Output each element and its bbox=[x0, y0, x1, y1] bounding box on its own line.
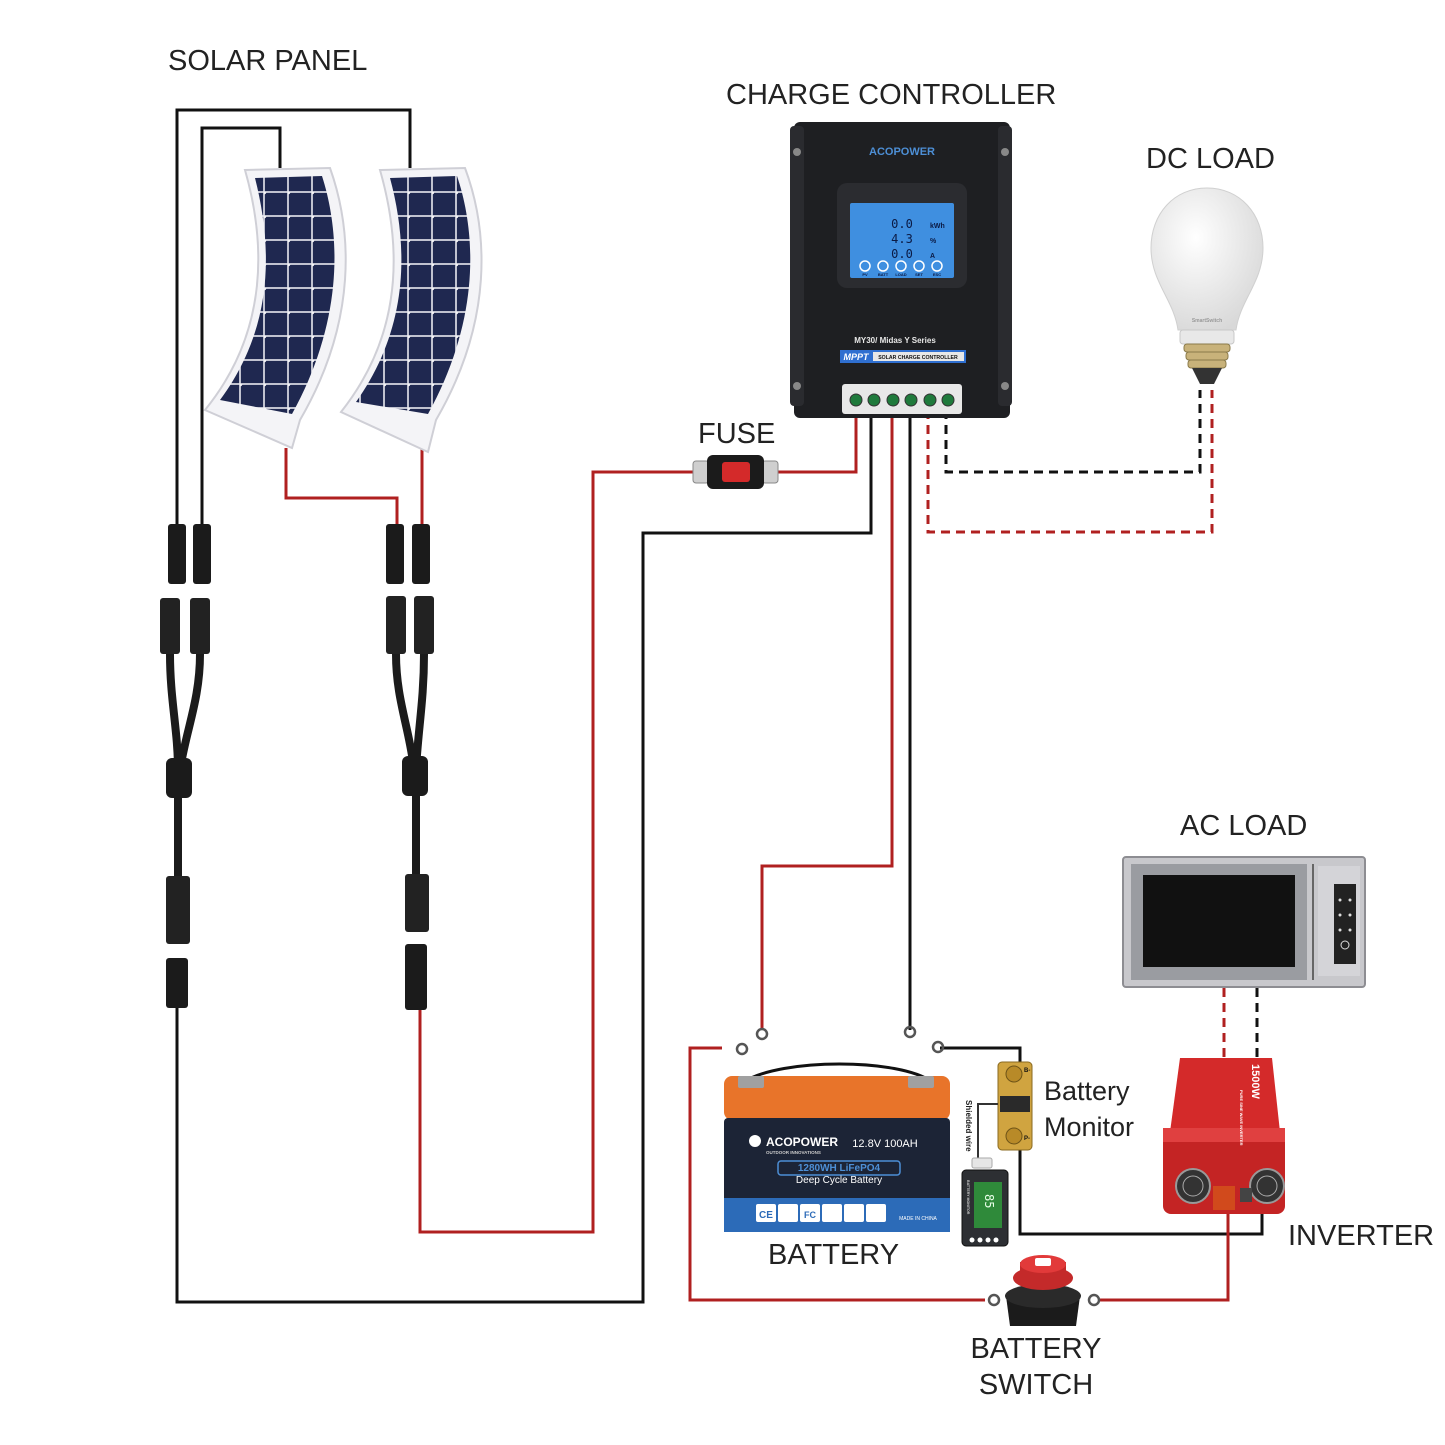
mc4-connectors-right bbox=[386, 524, 434, 1010]
battery-made-in: MADE IN CHINA bbox=[899, 1216, 937, 1222]
battery-monitor: B- P- Shielded wire 85 BATTERY MONITOR bbox=[961, 1061, 1033, 1247]
wire-black-monitor-inverter bbox=[1018, 1140, 1264, 1236]
controller-brand: ACOPOWER bbox=[869, 146, 935, 158]
wiring bbox=[175, 108, 1264, 1304]
battery-brand: ACOPOWER bbox=[766, 1135, 838, 1149]
inverter-text: PURE SINE WAVE INVERTER bbox=[1239, 1090, 1244, 1146]
lcd-line-2: 4.3 bbox=[891, 232, 913, 246]
controller-button-label-1: PV bbox=[862, 272, 868, 277]
controller-lcd bbox=[850, 203, 954, 278]
wire-red-battery-switch bbox=[688, 1046, 985, 1302]
bulb-brand: SmartSwitch bbox=[1192, 318, 1222, 324]
label-charge-controller: CHARGE CONTROLLER bbox=[726, 79, 1056, 111]
microwave bbox=[1122, 856, 1366, 988]
controller-button-label-5: ESC bbox=[933, 272, 941, 277]
controller-buttons bbox=[859, 260, 943, 272]
label-battery-switch-1: BATTERY bbox=[970, 1333, 1101, 1365]
shunt-mark-b: B- bbox=[1024, 1068, 1030, 1074]
battery: ACOPOWER OUTDOOR INNOVATIONS 12.8V 100AH… bbox=[724, 1062, 950, 1232]
controller-badge: MPPT bbox=[843, 352, 870, 362]
label-solar-panel: SOLAR PANEL bbox=[168, 45, 367, 77]
wire-black-dc-load bbox=[944, 390, 1202, 474]
wire-black-pv-negative bbox=[175, 410, 873, 1304]
inverter: 1500W PURE SINE WAVE INVERTER bbox=[1163, 1058, 1285, 1214]
inverter-rating: 1500W bbox=[1249, 1064, 1261, 1099]
battery-cert-fc: FC bbox=[804, 1210, 816, 1220]
wire-red-switch-inverter bbox=[1098, 1210, 1230, 1302]
label-battery: BATTERY bbox=[768, 1239, 899, 1271]
solar-panel-2 bbox=[339, 166, 483, 454]
label-battery-switch-2: SWITCH bbox=[979, 1369, 1093, 1401]
wire-red-dc-load bbox=[926, 390, 1214, 534]
battery-cert-ce: CE bbox=[759, 1210, 773, 1221]
solar-panel-1 bbox=[203, 166, 347, 450]
wire-black-panel1-left bbox=[200, 126, 282, 528]
light-bulb: SmartSwitch bbox=[1150, 187, 1264, 384]
lcd-unit-3: A bbox=[930, 253, 935, 260]
controller-button-label-4: SET bbox=[915, 272, 923, 277]
label-battery-monitor-1: Battery bbox=[1044, 1076, 1130, 1106]
controller-terminals bbox=[842, 384, 962, 414]
label-battery-monitor-2: Monitor bbox=[1044, 1112, 1134, 1142]
wire-black-battery-monitor bbox=[940, 1046, 1022, 1068]
fuse bbox=[692, 455, 779, 489]
lcd-line-1: 0.0 bbox=[891, 217, 913, 231]
labels: SOLAR PANEL CHARGE CONTROLLER DC LOAD FU… bbox=[168, 45, 1434, 1401]
monitor-reading: 85 bbox=[982, 1194, 996, 1208]
battery-switch bbox=[1005, 1255, 1081, 1326]
lcd-unit-1: kWh bbox=[930, 223, 945, 230]
label-inverter: INVERTER bbox=[1288, 1220, 1434, 1252]
mc4-connectors-left bbox=[160, 524, 211, 1008]
controller-model: MY30/ Midas Y Series bbox=[854, 336, 936, 345]
ring-terminals bbox=[735, 1025, 1101, 1307]
controller-button-label-3: LOAD bbox=[895, 272, 906, 277]
wire-black-panel2-left bbox=[175, 108, 412, 528]
battery-capacity: 1280WH LiFePO4 bbox=[798, 1163, 881, 1174]
lcd-line-3: 0.0 bbox=[891, 247, 913, 261]
label-dc-load: DC LOAD bbox=[1146, 143, 1275, 175]
label-ac-load: AC LOAD bbox=[1180, 810, 1307, 842]
wire-red-controller-battery bbox=[760, 410, 894, 1030]
charge-controller: ACOPOWER 0.0 4.3 0.0 kWh % A PV BATT LOA… bbox=[790, 122, 1012, 418]
wire-red-panel-series bbox=[284, 448, 399, 528]
battery-type: Deep Cycle Battery bbox=[796, 1175, 882, 1186]
shunt-mark-p: P- bbox=[1024, 1136, 1030, 1142]
battery-tagline: OUTDOOR INNOVATIONS bbox=[766, 1150, 821, 1155]
controller-badge-text: SOLAR CHARGE CONTROLLER bbox=[878, 355, 958, 361]
controller-button-label-2: BATT bbox=[878, 272, 889, 277]
lcd-unit-2: % bbox=[930, 238, 937, 245]
wire-red-pv-positive bbox=[418, 470, 695, 1234]
shielded-wire-label: Shielded wire bbox=[964, 1100, 973, 1152]
wire-red-fuse-controller bbox=[778, 410, 858, 474]
battery-rating: 12.8V 100AH bbox=[852, 1138, 917, 1150]
label-fuse: FUSE bbox=[698, 418, 775, 450]
monitor-screen-label: BATTERY MONITOR bbox=[966, 1180, 970, 1215]
